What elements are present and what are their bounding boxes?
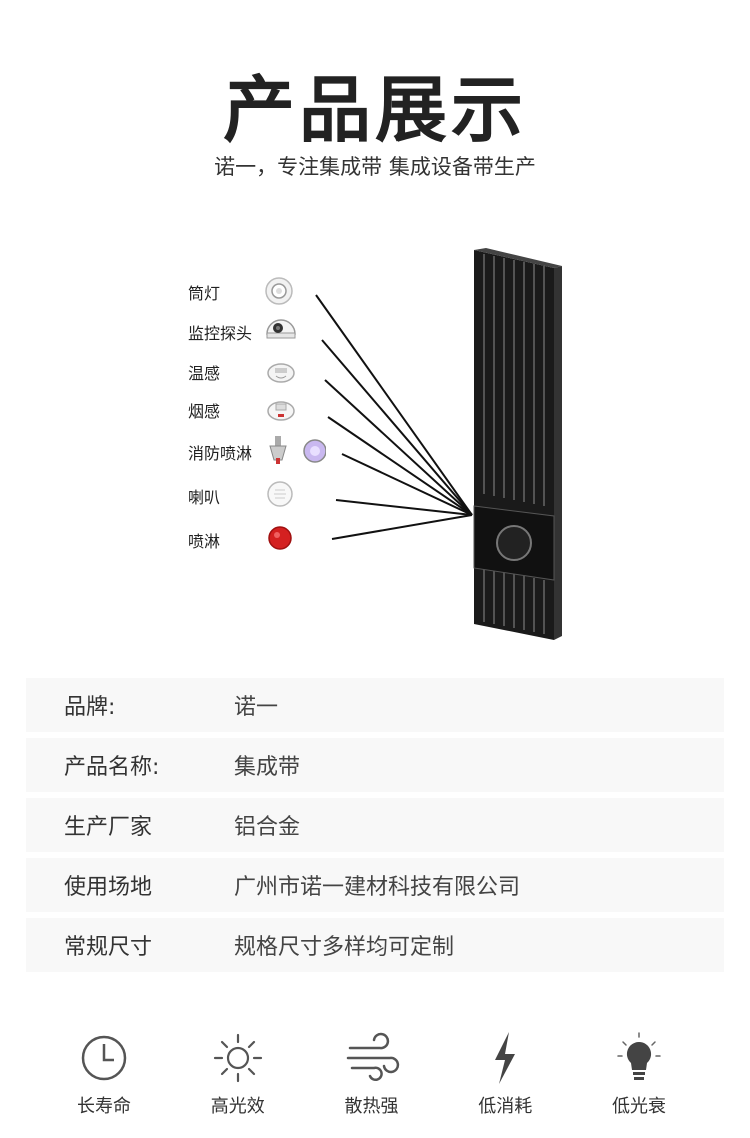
feature-low-decay: 低光衰 xyxy=(579,1030,699,1130)
feature-list: 长寿命 高光效 散热强 xyxy=(44,1030,699,1130)
device-label-smoke: 烟感 xyxy=(188,402,221,421)
spec-key: 产品名称: xyxy=(64,755,160,780)
device-label-speaker: 喇叭 xyxy=(188,488,221,507)
camera-icon xyxy=(266,319,296,339)
lightning-icon xyxy=(495,1032,516,1084)
feature-label: 散热强 xyxy=(344,1096,399,1117)
feature-label: 长寿命 xyxy=(77,1096,131,1117)
feature-label: 低光衰 xyxy=(612,1096,666,1117)
spec-row-venue: 使用场地 广州市诺一建材科技有限公司 xyxy=(26,858,724,912)
device-label-downlight: 筒灯 xyxy=(188,284,221,303)
spec-key: 品牌: xyxy=(64,695,116,720)
product-diagram: 筒灯 监控探头 温感 烟感 消防喷淋 喇叭 喷淋 xyxy=(0,240,750,650)
spec-row-size: 常规尺寸 规格尺寸多样均可定制 xyxy=(26,918,724,972)
feature-high-efficiency: 高光效 xyxy=(178,1030,298,1130)
feature-label: 低消耗 xyxy=(478,1096,533,1117)
spec-row-brand: 品牌: 诺一 xyxy=(26,678,724,732)
feature-label: 高光效 xyxy=(210,1096,265,1117)
wind-icon xyxy=(346,1032,399,1081)
bulb-icon xyxy=(617,1032,661,1080)
device-label-camera: 监控探头 xyxy=(188,324,253,343)
spec-row-product-name: 产品名称: 集成带 xyxy=(26,738,724,792)
spec-key: 生产厂家 xyxy=(64,815,153,840)
spec-value: 诺一 xyxy=(234,695,279,720)
heat-detector-icon xyxy=(267,363,295,383)
page-subtitle: 诺一，专注集成带 集成设备带生产 xyxy=(214,155,536,179)
spec-key: 常规尺寸 xyxy=(64,935,153,960)
feature-low-consumption: 低消耗 xyxy=(445,1030,565,1130)
integrated-strip-product xyxy=(473,248,562,640)
spec-value: 规格尺寸多样均可定制 xyxy=(234,935,455,960)
spec-value: 铝合金 xyxy=(234,815,301,840)
device-label-red-sprinkler: 喷淋 xyxy=(188,532,221,551)
spec-value: 广州市诺一建材科技有限公司 xyxy=(234,875,521,900)
clock-icon xyxy=(81,1035,127,1081)
page-title: 产品展示 xyxy=(222,68,527,152)
speaker-icon xyxy=(267,481,293,507)
feature-heat-dissipation: 散热强 xyxy=(312,1030,432,1130)
sun-icon xyxy=(213,1033,262,1083)
spec-row-manufacturer: 生产厂家 铝合金 xyxy=(26,798,724,852)
sprinkler-icon xyxy=(269,436,326,464)
device-label-sprinkler: 消防喷淋 xyxy=(188,444,253,463)
spec-key: 使用场地 xyxy=(64,875,153,900)
device-label-heat: 温感 xyxy=(188,364,221,383)
red-sprinkler-icon xyxy=(268,526,292,550)
smoke-detector-icon xyxy=(267,401,295,421)
downlight-icon xyxy=(265,277,293,305)
connector-lines xyxy=(315,294,473,540)
feature-long-life: 长寿命 xyxy=(44,1030,164,1130)
spec-value: 集成带 xyxy=(234,755,301,780)
spec-table: 品牌: 诺一 产品名称: 集成带 生产厂家 铝合金 使用场地 广州市诺一建材科技… xyxy=(26,678,724,978)
